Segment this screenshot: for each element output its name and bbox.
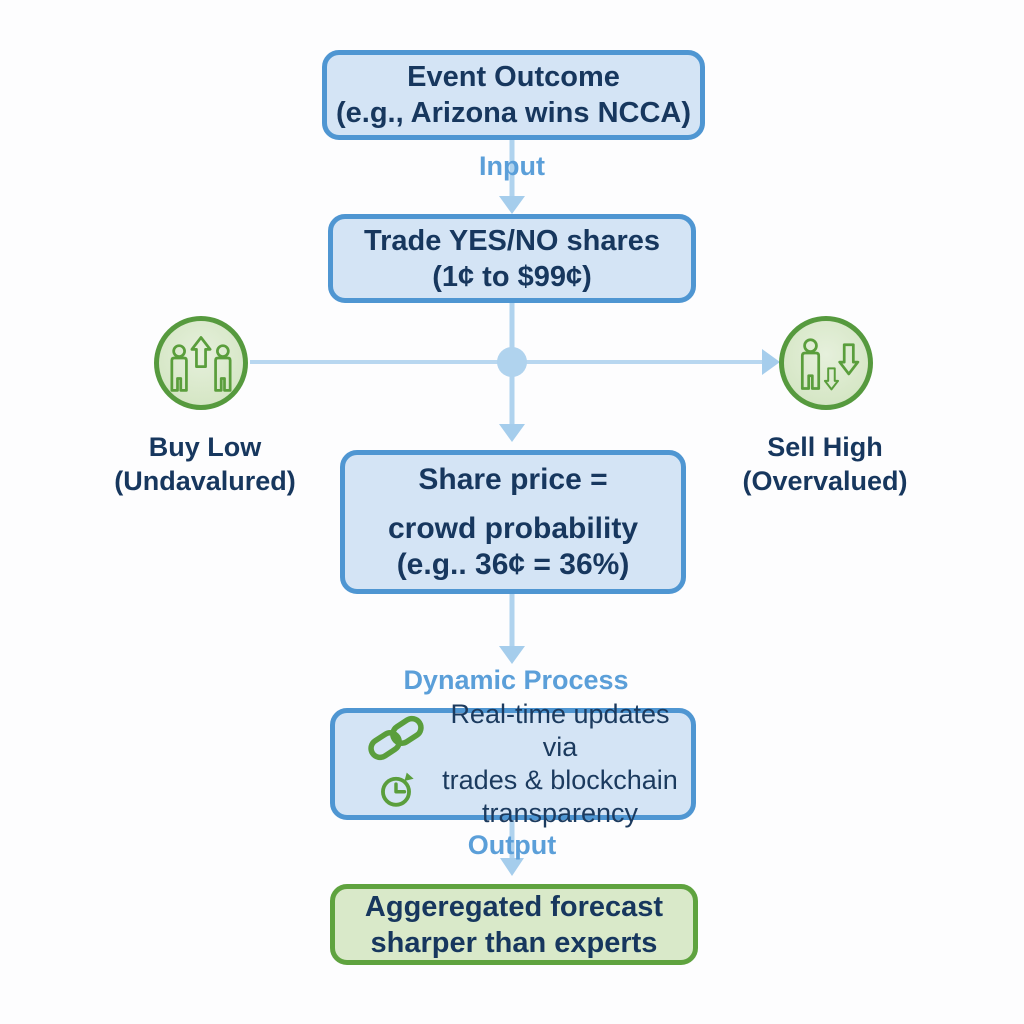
updates-line3: transparency: [481, 798, 639, 828]
two-people-up-arrow-icon: [170, 336, 232, 392]
buy-low-label: Buy Low (Undavalured): [114, 430, 296, 498]
trade-shares-line1: Trade YES/NO shares: [363, 224, 661, 257]
share-price-line2: crowd probability: [387, 511, 639, 545]
event-outcome-line2: (e.g., Arizona wins NCCA): [336, 97, 691, 129]
arrowhead-down-icon: [499, 424, 525, 442]
event-outcome-line1: Event Outcome: [407, 61, 620, 93]
result-line2: sharper than experts: [370, 926, 658, 959]
chain-link-icon: [368, 715, 424, 761]
updates-icon-column: [353, 714, 439, 814]
aggregated-forecast-box: Aggeregated forecast sharper than expert…: [330, 884, 698, 965]
person-down-arrows-icon: [800, 338, 860, 391]
buy-low-circle: [154, 316, 248, 410]
input-label: Input: [479, 151, 545, 181]
trade-shares-line2: (1¢ to $99¢): [432, 260, 592, 293]
sell-high-line1: Sell High: [767, 432, 883, 462]
buy-low-line2: (Undavalured): [114, 466, 296, 496]
event-outcome-box: Event Outcome (e.g., Arizona wins NCCA): [322, 50, 705, 140]
updates-text: Real-time updates via trades & blockchai…: [439, 698, 681, 830]
junction-dot: [497, 347, 527, 377]
arrowhead-down-icon: [499, 646, 525, 664]
result-line1: Aggeregated forecast: [364, 890, 664, 923]
share-price-line3: (e.g.. 36¢ = 36%): [396, 547, 630, 581]
arrowhead-right-icon: [762, 349, 780, 375]
arrowhead-down-icon: [500, 858, 524, 876]
trade-shares-box: Trade YES/NO shares (1¢ to $99¢): [328, 214, 696, 303]
clock-icon: [381, 772, 414, 807]
updates-line2: trades & blockchain: [442, 765, 678, 795]
sell-high-line2: (Overvalued): [742, 466, 908, 496]
share-price-line1: Share price =: [418, 462, 608, 496]
sell-high-circle: [779, 316, 873, 410]
buy-low-line1: Buy Low: [148, 432, 262, 462]
updates-line1: Real-time updates via: [450, 699, 670, 762]
share-price-box: Share price = crowd probability (e.g.. 3…: [340, 450, 686, 594]
output-label: Output: [467, 830, 557, 860]
sell-high-label: Sell High (Overvalued): [742, 430, 907, 498]
realtime-updates-box: Real-time updates via trades & blockchai…: [330, 699, 696, 828]
dynamic-process-label: Dynamic Process: [403, 665, 629, 695]
arrowhead-down-icon: [499, 196, 525, 214]
updates-content: Real-time updates via trades & blockchai…: [335, 699, 691, 828]
